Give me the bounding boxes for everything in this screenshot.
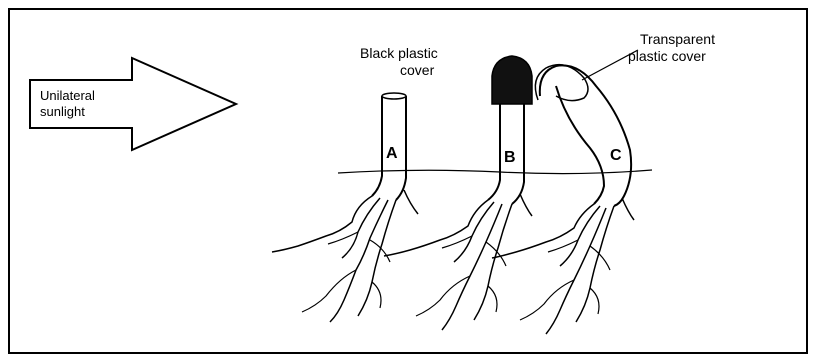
- seedling-b-label: B: [504, 149, 516, 166]
- transparent-cover-label-line1: Transparent: [640, 31, 715, 47]
- arrow-label-line1: Unilateral: [40, 88, 95, 103]
- black-plastic-cover: [492, 56, 532, 104]
- seedling-a-label: A: [386, 145, 398, 162]
- transparent-cover-label-line2: plastic cover: [628, 48, 706, 64]
- arrow-label-line2: sunlight: [40, 104, 85, 119]
- seedling-c: [492, 65, 634, 334]
- black-cover-label-line2: cover: [400, 62, 435, 78]
- seedling-a: [272, 93, 418, 322]
- seedling-c-label: C: [610, 147, 622, 164]
- soil-line: [338, 170, 652, 174]
- black-cover-label-line1: Black plastic: [360, 45, 438, 61]
